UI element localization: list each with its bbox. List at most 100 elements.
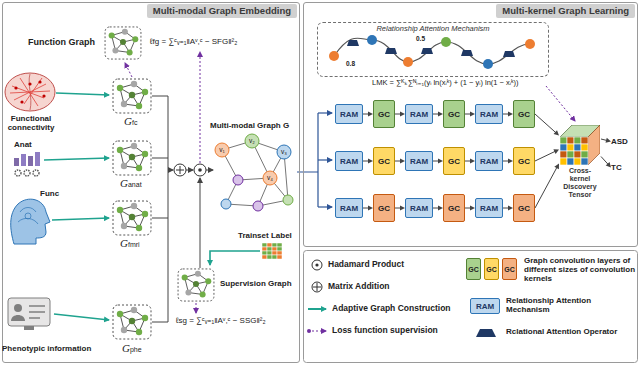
block-label: GC [504,266,515,273]
ram-block: RAM [475,151,503,171]
panel: Multi-kernel Graph LearningRelationship … [303,2,638,247]
block-label: GC [448,110,460,119]
block-label: RAM [410,204,428,213]
label-text: Function Graph [28,37,95,47]
label-text: Anat [14,140,32,149]
ram-block: RAM [335,151,363,171]
connector [363,205,373,210]
arrow-head [606,138,611,143]
arrow-head [554,130,559,135]
gc-layer: GC [443,194,465,222]
arrow-head [554,164,559,170]
block-label: RAM [410,157,428,166]
block-label: RAM [480,110,498,119]
connector-line [601,157,608,165]
legend-text: Hadamard Product [328,260,404,270]
block-label: RAM [340,157,358,166]
connector [503,111,513,116]
arrow-head [606,162,611,167]
connector-line [535,151,555,161]
class-label: TC [611,163,622,172]
ram-block: RAM [335,104,363,124]
connector [395,158,405,163]
connector [465,111,475,116]
connector [395,111,405,116]
ram-block: RAM [405,198,433,218]
label-text: Func [40,189,59,198]
arrow-head [553,149,559,154]
connector [433,205,443,210]
label-text: Supervision Graph [220,279,292,288]
vertex-label: v₃ [281,149,287,156]
box-title: Relationship Attention Mechanism [318,24,548,33]
connector-line [535,167,557,208]
label-text: Trainset Label [238,231,292,240]
block-label: GC [378,157,390,166]
attention-box: Relationship Attention Mechanism [317,22,549,77]
connector [465,158,475,163]
block-label: GC [518,110,530,119]
ram-block: RAM [470,298,500,314]
label-text: Functional connectivity [2,114,60,132]
gc-layer: GC [443,100,465,128]
block-label: RAM [340,204,358,213]
connector [535,164,559,209]
connector [601,138,611,143]
block-label: RAM [476,302,494,311]
panel-title: Multi-modal Graph Embedding [147,4,297,18]
connector-line [535,114,556,133]
graph-symbol: Gfc [124,115,137,128]
tensor-caption: Cross-kernel Discovery Tensor [559,167,601,199]
gc-layer: GC [513,100,535,128]
block-label: RAM [480,204,498,213]
panel-title: Multi-kernel Graph Learning [496,4,635,18]
label-text: Multi-modal Graph G [210,121,289,130]
ram-block: RAM [475,104,503,124]
cube-shape [560,125,600,165]
gc-layer: GC [513,147,535,175]
block-label: GC [378,204,390,213]
vertex-label: v₂ [249,138,255,145]
block-label: GC [486,266,497,273]
block-label: GC [468,266,479,273]
connector [503,205,513,210]
connector [433,111,443,116]
block-label: GC [518,204,530,213]
vertex-label: v₁ [219,147,224,154]
label-text: 0.5 [416,35,425,42]
connector [395,205,405,210]
connector [433,158,443,163]
gc-layer: GC [466,258,481,280]
legend-text: Graph convolution layers of different si… [524,256,636,284]
legend-text: Rclational Attention Operator [506,327,636,336]
connector [363,111,373,116]
connector [503,158,513,163]
class-output: ASD [611,135,635,148]
legend-text: Matrix Addition [328,282,390,292]
block-label: RAM [480,157,498,166]
legend-text: Relationship Attention Mechanism [506,296,636,314]
label-text: 0.8 [346,60,355,67]
connector [535,114,559,136]
ram-block: RAM [335,198,363,218]
ram-block: RAM [405,151,433,171]
connector [601,157,611,168]
legend-text: Loss function supervision [332,326,438,336]
block-label: GC [518,157,530,166]
label-text: ℓsg = ∑ᶜᵥ₌₁‖Aᵛ,ᶜ − SSG‖²₂ [176,316,266,325]
gc-layer: GC [513,194,535,222]
graph-symbol: Gfmri [120,237,140,250]
connector [535,149,559,161]
panel: Multi-modal Graph Embedding [2,2,300,363]
gc-layer: GC [484,258,499,280]
gc-layer: GC [443,147,465,175]
tensor-cube: Cross-kernel Discovery Tensor [559,125,601,195]
gc-layer: GC [373,100,395,128]
class-label: ASD [611,137,628,146]
ram-block: RAM [475,198,503,218]
vertex-label: v₄ [267,175,273,182]
block-label: GC [378,110,390,119]
graph-symbol: Ganat [120,177,142,190]
class-output: TC [611,161,635,174]
